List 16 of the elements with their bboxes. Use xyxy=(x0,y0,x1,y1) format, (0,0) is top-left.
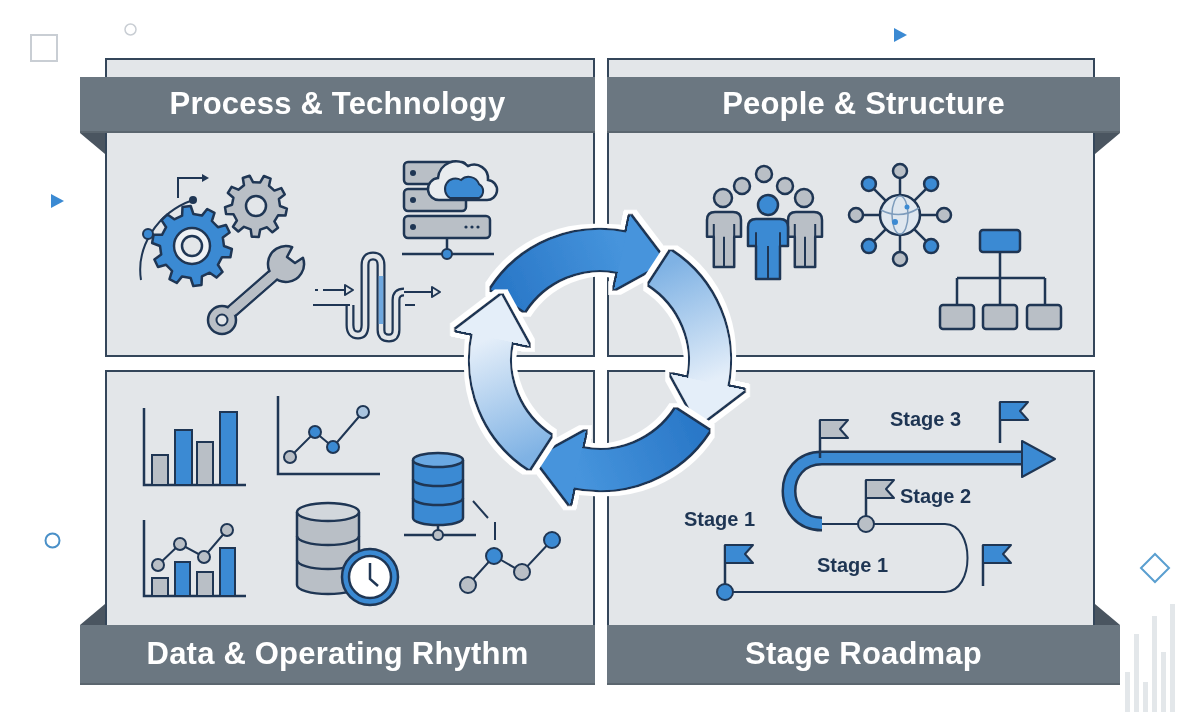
quadrant-panel xyxy=(607,58,1120,357)
panel-title-banner: Data & Operating Rhythm xyxy=(80,625,595,685)
stage-label: Stage 1 xyxy=(684,507,756,531)
quadrant-panel xyxy=(80,58,595,357)
curved-block-arrow xyxy=(534,408,709,506)
stage-label: Stage 1 xyxy=(817,553,889,577)
quadrant-panel xyxy=(80,370,595,685)
panel-title-banner: Process & Technology xyxy=(80,77,595,133)
panel-title-banner: People & Structure xyxy=(607,77,1120,133)
panel-title-banner: Stage Roadmap xyxy=(607,625,1120,685)
curved-block-arrow xyxy=(648,251,746,426)
curved-block-arrow xyxy=(454,294,552,469)
curved-block-arrow xyxy=(491,214,666,312)
stage-label: Stage 3 xyxy=(890,407,962,431)
quadrant-panel xyxy=(607,370,1120,685)
stage-label: Stage 2 xyxy=(900,484,972,508)
